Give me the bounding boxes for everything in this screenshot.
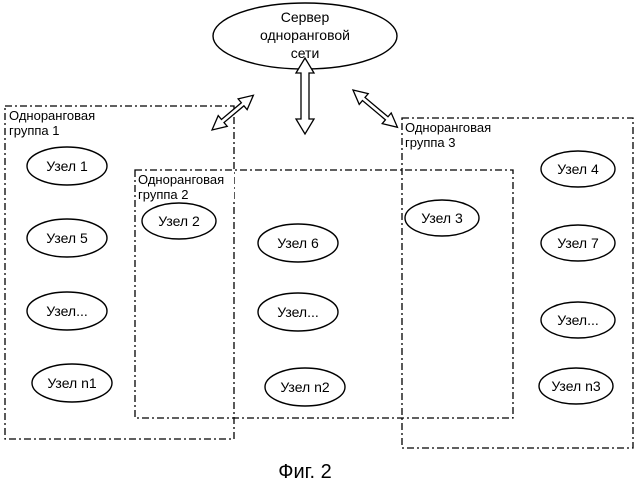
group-1-label-line2: группа 1 [9, 123, 59, 138]
arrow-server-group2 [296, 58, 314, 134]
group-3-label-line1: Одноранговая [405, 120, 491, 135]
server-label-line1: Сервер [281, 9, 330, 25]
node-n3-label: Узел n3 [551, 378, 601, 394]
arrow-server-group3 [349, 85, 402, 133]
arrow-server-group1 [208, 90, 258, 135]
node-2-label: Узел 2 [158, 213, 200, 229]
group-1-label-line1: Одноранговая [9, 108, 95, 123]
node-6-label: Узел 6 [277, 235, 319, 251]
node-ellipsis-3-label: Узел... [557, 312, 599, 328]
server-label-line2: одноранговой [260, 27, 350, 43]
node-7-label: Узел 7 [557, 235, 599, 251]
node-ellipsis-2-label: Узел... [277, 304, 319, 320]
node-n2-label: Узел n2 [280, 379, 330, 395]
node-ellipsis-1-label: Узел... [46, 303, 88, 319]
node-3-label: Узел 3 [421, 210, 463, 226]
node-5-label: Узел 5 [46, 230, 88, 246]
figure-caption: Фиг. 2 [278, 461, 331, 483]
node-1-label: Узел 1 [46, 158, 88, 174]
node-n1-label: Узел n1 [47, 375, 97, 391]
group-2-label-line1: Одноранговая [138, 172, 224, 187]
group-3-label-line2: группа 3 [405, 135, 455, 150]
node-4-label: Узел 4 [557, 161, 599, 177]
group-2-label-line2: группа 2 [138, 187, 188, 202]
